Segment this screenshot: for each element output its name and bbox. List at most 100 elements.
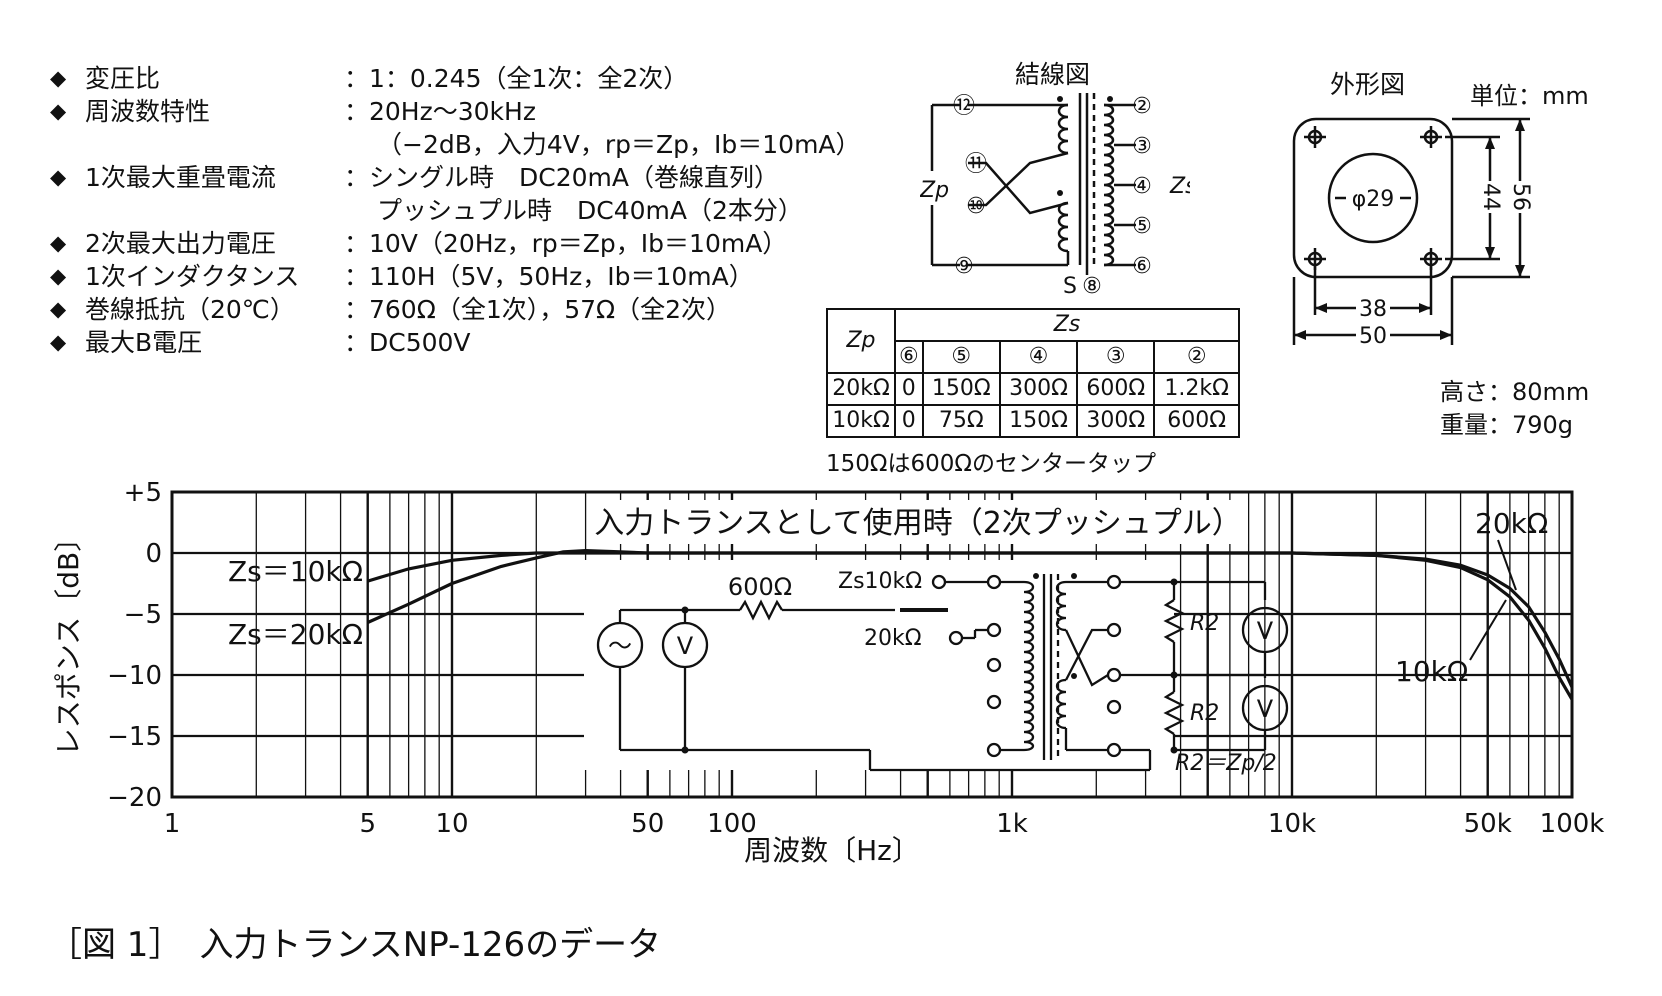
terminal-10: ⑩ — [966, 194, 986, 219]
x-tick-label: 10 — [435, 809, 468, 839]
chart-frame — [170, 490, 1574, 799]
height-spec: 高さ：80mm — [1440, 378, 1590, 406]
diamond-icon: ◆ — [50, 99, 67, 123]
table-cell: 150Ω — [998, 404, 1079, 438]
terminal-4: ④ — [1132, 174, 1152, 199]
spec-value: ：シングル時 DC20mA（巻線直列） — [344, 163, 779, 192]
spec-value: ：20Hz〜30kHz — [344, 97, 536, 126]
spec-label: 最大B電圧 — [85, 328, 203, 357]
voltmeter-input-icon: V — [677, 632, 694, 660]
x-tick-label: 50 — [631, 809, 664, 839]
table-cell: 1.2kΩ — [1153, 372, 1240, 406]
x-axis-label: 周波数〔Hz〕 — [744, 834, 920, 867]
dim-50: 50 — [1359, 324, 1387, 349]
series-line-2 — [367, 549, 1574, 701]
chart-series — [367, 549, 1574, 701]
spec-row: ◆ 周波数特性 ：20Hz〜30kHz — [50, 95, 850, 128]
impedance-table: Zp Zs ⑥ ⑤ ④ ③ ② 20kΩ 0 150Ω 300Ω 600Ω 1.… — [826, 308, 1240, 438]
spec-value-continued: （−2dB，入力4V，rp＝Zp，Ib＝10mA） — [377, 130, 861, 159]
table-note: 150Ωは600Ωのセンタータップ — [826, 451, 1156, 477]
table-column-header: ⑤ — [921, 340, 1001, 374]
x-tick-label: 100k — [1540, 809, 1605, 839]
terminal-8: ⑧ — [1082, 274, 1102, 299]
weight-spec: 重量：790g — [1440, 411, 1574, 439]
x-tick-label: 5 — [359, 809, 376, 839]
terminal-2: ② — [1132, 94, 1152, 119]
y-tick-label: −10 — [107, 661, 162, 691]
zs-label: Zs — [1169, 174, 1190, 199]
diamond-icon: ◆ — [50, 66, 67, 90]
table-column-header: ⑥ — [894, 340, 924, 374]
table-cell: 150Ω — [921, 372, 1001, 406]
diamond-icon: ◆ — [50, 264, 67, 288]
x-tick-label: 1k — [996, 809, 1028, 839]
diameter-label: φ29 — [1352, 187, 1395, 212]
diamond-icon: ◆ — [50, 330, 67, 354]
spec-list: ◆ 変圧比 ：1：0.245（全1次：全2次） ◆ 周波数特性 ：20Hz〜30… — [50, 62, 861, 359]
y-tick-label: −15 — [107, 722, 162, 752]
spec-row-continued: （−2dB，入力4V，rp＝Zp，Ib＝10mA） — [50, 128, 861, 161]
wiring-title: 結線図 — [1015, 60, 1091, 89]
series-label-zs20k: Zs＝20kΩ — [228, 618, 363, 651]
zs-header: Zs — [894, 308, 1240, 342]
x-tick-label: 50k — [1464, 809, 1512, 839]
spec-label: 1次最大重畳電流 — [85, 163, 276, 192]
spec-row: ◆ 最大B電圧 ：DC500V — [50, 326, 850, 359]
series-label-zs10k: Zs＝10kΩ — [228, 555, 363, 588]
table-row: 10kΩ 0 75Ω 150Ω 300Ω 600Ω — [826, 404, 1240, 438]
series-label-right-10k: 10kΩ — [1395, 655, 1468, 688]
spec-label: 巻線抵抗（20℃） — [85, 295, 295, 324]
spec-value: ：1：0.245（全1次：全2次） — [344, 64, 689, 93]
table-cell: 600Ω — [1153, 404, 1240, 438]
resistor-600-label: 600Ω — [728, 573, 792, 601]
y-tick-label: −5 — [124, 600, 162, 630]
spec-row: ◆ 2次最大出力電圧 ：10V（20Hz，rp＝Zp，Ib＝10mA） — [50, 227, 850, 260]
voltmeter-output-bottom-icon: V — [1257, 695, 1274, 723]
chart-title: 入力トランスとして使用時（2次プッシュプル） — [594, 506, 1242, 541]
terminal-6: ⑥ — [1132, 254, 1152, 279]
voltmeter-output-top-icon: V — [1257, 617, 1274, 645]
spec-row: ◆ 巻線抵抗（20℃） ：760Ω（全1次），57Ω（全2次） — [50, 293, 850, 326]
spec-value-continued: プッシュプル時 DC40mA（2本分） — [377, 196, 803, 225]
series-label-right-20k: 20kΩ — [1475, 507, 1548, 540]
terminal-3: ③ — [1132, 134, 1152, 159]
frequency-response-chart: 〜 V V V 600Ω Zs10kΩ 20kΩ R2 R2 R2＝Zp/2 1… — [52, 478, 1604, 867]
outline-title: 外形図 — [1330, 70, 1406, 99]
spec-value: ：DC500V — [344, 328, 471, 357]
dim-38: 38 — [1359, 297, 1387, 322]
table-cell: 300Ω — [1076, 404, 1156, 438]
spec-value: ：110H（5V，50Hz，Ib＝10mA） — [344, 262, 754, 291]
spec-row: ◆ 1次最大重畳電流 ：シングル時 DC20mA（巻線直列） — [50, 161, 850, 194]
wiring-diagram: ⑫ ⑪ ⑩ ⑨ ② ③ ④ ⑤ ⑥ ⑧ S Zp Zs Zp — [920, 93, 1190, 299]
zp-side-label: Zp — [920, 178, 949, 203]
terminal-9: ⑨ — [954, 254, 974, 279]
table-column-header: ④ — [998, 340, 1079, 374]
r2-top-label: R2 — [1190, 611, 1219, 636]
zs-20k-label: 20kΩ — [864, 626, 922, 651]
spec-label: 周波数特性 — [85, 97, 211, 126]
table-cell: 0 — [894, 372, 924, 406]
table-column-header: ③ — [1076, 340, 1156, 374]
spec-row: ◆ 1次インダクタンス ：110H（5V，50Hz，Ib＝10mA） — [50, 260, 850, 293]
figure-caption: ［図 1］ 入力トランスNP-126のデータ — [48, 925, 662, 965]
spec-value: ：760Ω（全1次），57Ω（全2次） — [344, 295, 732, 324]
spec-label: 変圧比 — [85, 64, 161, 93]
diamond-icon: ◆ — [50, 231, 67, 255]
y-axis-label: レスポンス〔dB〕 — [52, 524, 85, 756]
spec-row-continued: プッシュプル時 DC40mA（2本分） — [50, 194, 850, 227]
unit-label: 単位：mm — [1470, 82, 1589, 110]
shield-label: S — [1063, 274, 1077, 299]
dim-44: 44 — [1478, 183, 1503, 211]
table-cell: 75Ω — [921, 404, 1001, 438]
spec-row: ◆ 変圧比 ：1：0.245（全1次：全2次） — [50, 62, 850, 95]
table-cell: 20kΩ — [826, 372, 896, 406]
table-row: 20kΩ 0 150Ω 300Ω 600Ω 1.2kΩ — [826, 372, 1240, 406]
x-tick-label: 10k — [1268, 809, 1316, 839]
y-tick-label: −20 — [107, 783, 162, 813]
zp-header: Zp — [826, 308, 896, 374]
diamond-icon: ◆ — [50, 297, 67, 321]
dim-56: 56 — [1508, 183, 1533, 211]
table-cell: 600Ω — [1076, 372, 1156, 406]
terminal-12: ⑫ — [953, 94, 975, 119]
